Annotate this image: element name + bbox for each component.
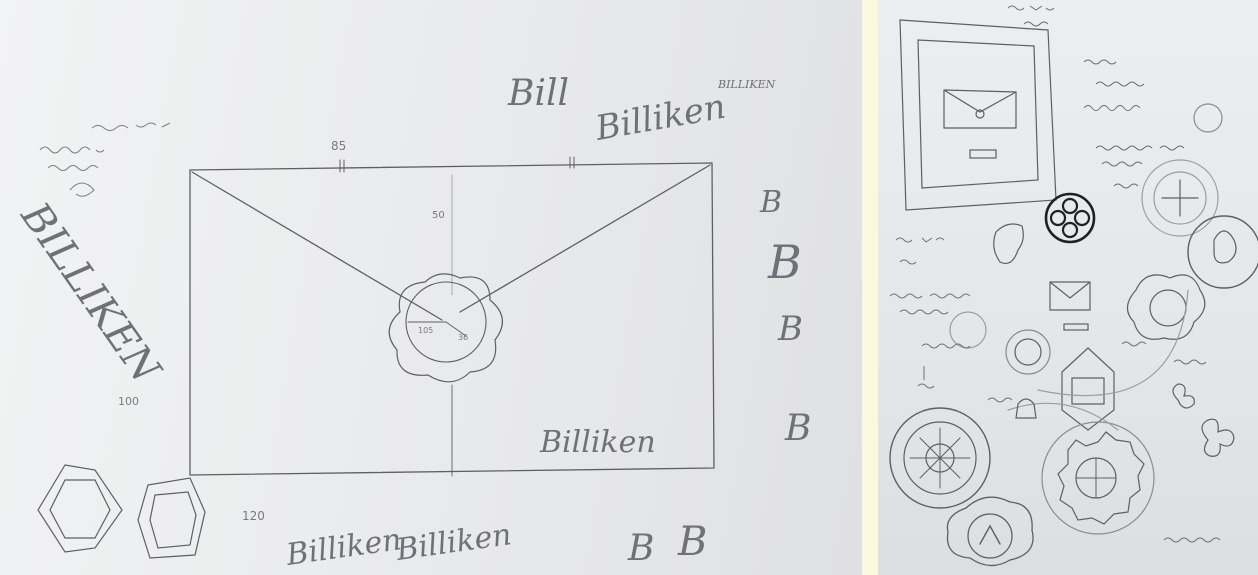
sketch-photo-right [878, 0, 1258, 575]
mirrored-notes-scribble [39, 122, 171, 197]
small-envelope-sketch [1049, 281, 1091, 311]
letter-mark-1: B [759, 185, 782, 220]
envelope-outline [189, 162, 715, 476]
clover-seal-icon [1044, 192, 1096, 244]
top-tick-left [339, 159, 345, 173]
seal-sketch-cross [1161, 179, 1199, 217]
small-clover-sketch-2 [1172, 383, 1195, 409]
small-seal-3 [949, 311, 987, 349]
wordmark-script-envelope: Billiken [539, 425, 656, 460]
small-seal-2 [1193, 103, 1223, 133]
envelope-sketch: 85 50 105 36 100 120 BILLIKEN Bill Billi… [11, 73, 811, 573]
top-tick-right [569, 156, 575, 169]
dimension-seal-radius: 36 [458, 333, 468, 342]
framed-envelope-seal [975, 109, 985, 119]
framed-label [969, 149, 997, 159]
paper-background [0, 0, 862, 575]
letter-mark-5: B [627, 528, 654, 569]
logo-seal-sketches [889, 5, 1258, 567]
wordmark-caps-small: BILLIKEN [717, 78, 776, 91]
gear-teeth [1057, 431, 1145, 525]
flap-right-line [459, 164, 711, 313]
dimension-top-width: 85 [331, 139, 346, 153]
wordmark-partial: Bill [507, 73, 569, 114]
seal-sketch-flame [1213, 230, 1237, 264]
blob-letter-sketch [993, 223, 1024, 265]
small-clover-sketch [1201, 418, 1235, 457]
seal-sketch-ring-2 [1153, 171, 1207, 225]
seal-radius-line [407, 321, 467, 337]
paper-background-right [878, 0, 1258, 575]
wordmark-script-top: Billiken [592, 87, 729, 149]
letter-mark-4: B [784, 408, 811, 449]
wax-seal-outer [388, 273, 503, 383]
connector-arc [1037, 289, 1189, 397]
box-net-sketch-1 [37, 464, 123, 553]
wordmark-script-bottom-1: Billiken [283, 522, 403, 573]
frame-outer [899, 19, 1057, 211]
letter-mark-3: B [777, 309, 803, 349]
seal-sketch-wavy [1126, 274, 1206, 340]
letter-mark-6: B [677, 519, 707, 565]
wax-seal-inner [405, 281, 487, 363]
connector-arc-2 [1007, 402, 1119, 431]
dimension-flap-depth: 50 [432, 210, 445, 221]
dimension-left-height: 100 [118, 395, 139, 408]
sketch-photo-left: 85 50 105 36 100 120 BILLIKEN Bill Billi… [0, 0, 862, 575]
wordmark-script-bottom-2: Billiken [393, 517, 513, 568]
dimension-seal-inner: 105 [418, 326, 433, 335]
framed-envelope [943, 89, 1017, 129]
wordmark-rotated-caps: BILLIKEN [11, 194, 170, 393]
figure-sketch [1015, 398, 1037, 419]
wax-seal-arrow [946, 496, 1034, 567]
small-seal-1 [1005, 329, 1051, 375]
letter-mark-2: B [767, 235, 802, 289]
flap-left-line [191, 171, 443, 321]
handwritten-notes [889, 5, 1221, 543]
box-net-sketch-3 [1061, 347, 1115, 431]
seal-sketch-big [1187, 215, 1258, 289]
box-net-sketch-2 [137, 477, 206, 559]
gear-seal-left [889, 407, 991, 509]
dimension-bottom-width: 120 [242, 509, 265, 523]
seal-sketch-ring-1 [1141, 159, 1219, 237]
frame-inner [917, 39, 1039, 189]
gear-seal-right [1041, 421, 1155, 535]
